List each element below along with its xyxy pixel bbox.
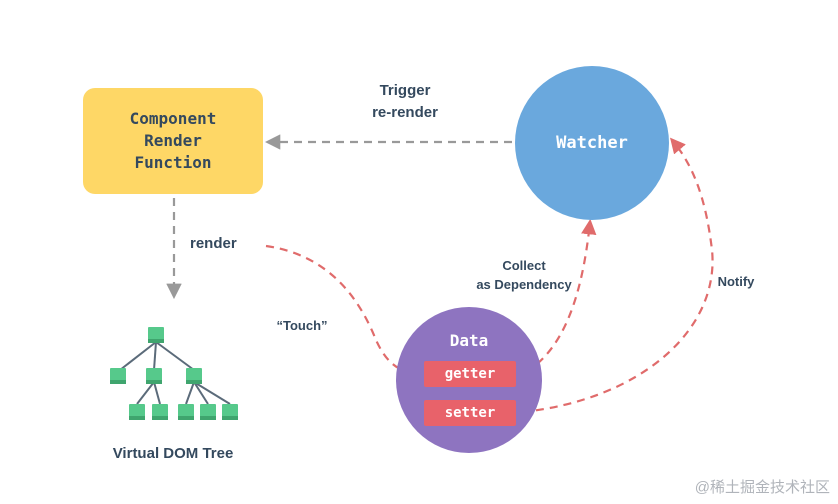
component-label-line-2: Render [144, 131, 202, 150]
virtual-dom-tree-icon [110, 327, 238, 420]
watermark: @稀土掘金技术社区 [694, 479, 830, 496]
watcher-label: Watcher [556, 133, 628, 153]
collect-label-line-2: as Dependency [476, 277, 572, 292]
setter-pill: setter [424, 400, 516, 426]
component-label-line-1: Component [129, 109, 217, 128]
notify-label: Notify [717, 274, 755, 289]
data-node: Data getter setter [396, 307, 542, 453]
virtual-dom-tree-label: Virtual DOM Tree [112, 445, 234, 462]
watcher-node: Watcher [515, 66, 669, 220]
data-title: Data [449, 331, 489, 350]
trigger-label-line-2: re-render [372, 104, 438, 121]
touch-label: “Touch” [276, 318, 328, 333]
collect-label-line-1: Collect [502, 258, 546, 273]
render-label: render [190, 235, 237, 252]
component-render-function-box: Component Render Function [83, 88, 263, 194]
trigger-label: Trigger re-render [340, 80, 470, 124]
component-label-line-3: Function [134, 153, 212, 172]
touch-arrow [265, 244, 422, 381]
notify-arrow [521, 137, 714, 414]
trigger-label-line-1: Trigger [379, 82, 431, 99]
collect-label: Collect as Dependency [460, 256, 588, 294]
getter-pill: getter [424, 361, 516, 387]
